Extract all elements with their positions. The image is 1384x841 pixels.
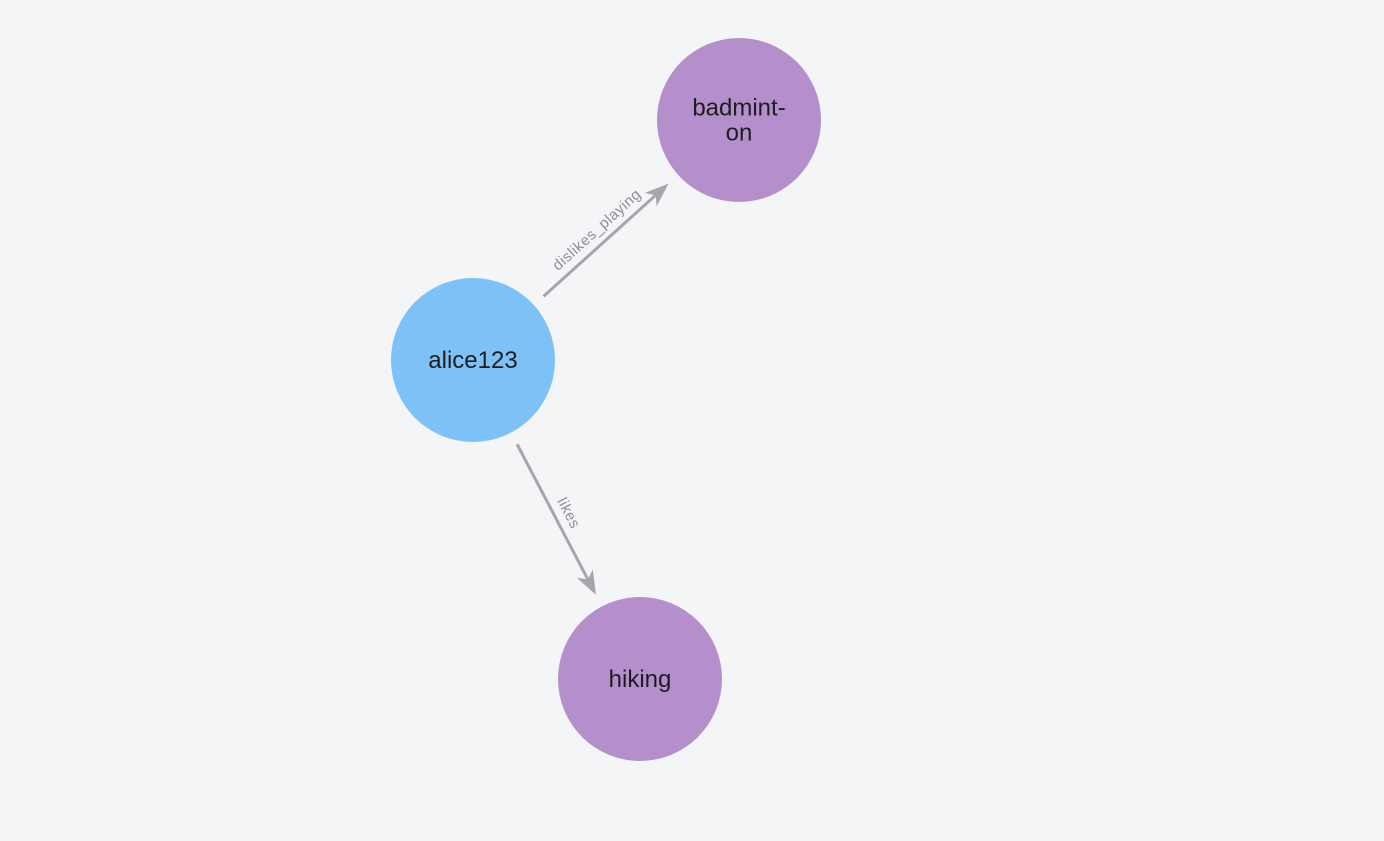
graph-edge-dislikes_playing[interactable]: dislikes_playing — [542, 183, 669, 298]
node-circle — [657, 38, 821, 202]
graph-node-alice123[interactable]: alice123 — [391, 278, 555, 442]
edge-label: dislikes_playing — [549, 186, 644, 274]
node-layer: alice123 badmint-on hiking — [391, 38, 821, 761]
graph-node-badminton[interactable]: badmint-on — [657, 38, 821, 202]
graph-node-hiking[interactable]: hiking — [558, 597, 722, 761]
node-label-line: on — [726, 120, 753, 147]
node-label: badmint-on — [692, 95, 785, 147]
node-label-line: hiking — [609, 666, 672, 693]
node-circle — [391, 278, 555, 442]
edge-arrowhead-icon — [644, 183, 669, 207]
node-label-line: badmint- — [692, 95, 785, 122]
graph-edge-likes[interactable]: likes — [515, 443, 596, 595]
node-label: hiking — [609, 666, 672, 693]
edge-label: likes — [553, 495, 583, 532]
edge-arrowhead-icon — [576, 569, 596, 595]
node-circle — [558, 597, 722, 761]
edge-line — [542, 192, 659, 298]
node-label-line: alice123 — [428, 347, 517, 374]
node-label: alice123 — [428, 347, 517, 374]
edge-line — [515, 443, 591, 583]
